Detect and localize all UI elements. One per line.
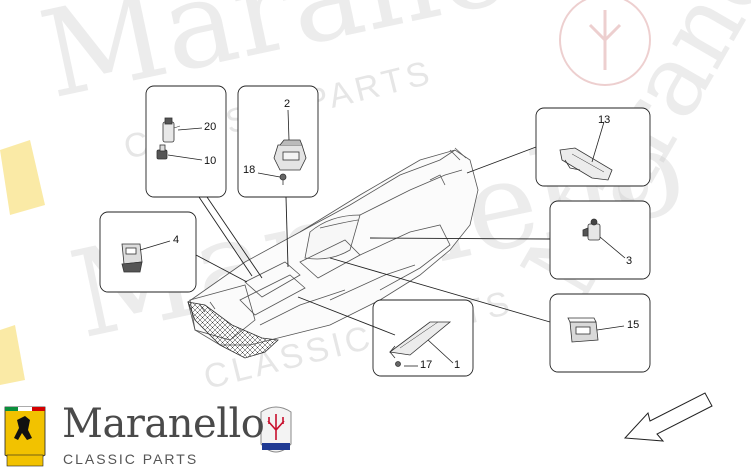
part-1-switch-strip xyxy=(388,321,452,359)
brand-subtitle: CLASSIC PARTS xyxy=(63,451,199,467)
callout-label-1: 1 xyxy=(454,359,461,371)
callout-box-2-18 xyxy=(237,85,319,198)
center-console-illustration xyxy=(187,147,479,346)
part-13-switch-panel xyxy=(559,147,613,181)
callout-label-4: 4 xyxy=(173,234,180,246)
maserati-watermark-icon xyxy=(559,0,651,86)
callout-box-15 xyxy=(549,293,651,373)
callout-label-17: 17 xyxy=(420,359,433,371)
callout-label-2: 2 xyxy=(284,98,291,110)
callout-box-20-10 xyxy=(145,85,227,198)
callout-label-3: 3 xyxy=(626,255,633,267)
part-15-hazard-switch xyxy=(567,317,599,343)
part-20-switch xyxy=(162,117,181,143)
callout-label-10: 10 xyxy=(204,155,217,167)
callout-label-18: 18 xyxy=(243,164,256,176)
callout-label-15: 15 xyxy=(627,319,640,331)
part-17-clip xyxy=(395,361,401,367)
callout-box-4 xyxy=(99,211,197,293)
ferrari-shield-icon xyxy=(4,406,46,467)
callout-box-3 xyxy=(549,200,651,280)
part-2-gear-selector-switch xyxy=(273,139,307,171)
part-3-sensor xyxy=(582,218,601,241)
part-18-screw xyxy=(279,173,287,185)
part-4-push-switch xyxy=(121,243,143,273)
callout-label-20: 20 xyxy=(204,121,217,133)
callout-label-13: 13 xyxy=(598,114,611,126)
part-10-connector xyxy=(156,144,168,160)
brand-name: Maranello xyxy=(62,401,265,447)
console-front-mesh xyxy=(187,301,279,359)
leader-lines xyxy=(195,146,551,336)
maserati-badge-icon xyxy=(260,406,292,453)
part-pointer-lines xyxy=(139,109,626,367)
front-direction-arrow-icon xyxy=(623,392,713,442)
ferrari-watermark-icon xyxy=(0,140,45,385)
